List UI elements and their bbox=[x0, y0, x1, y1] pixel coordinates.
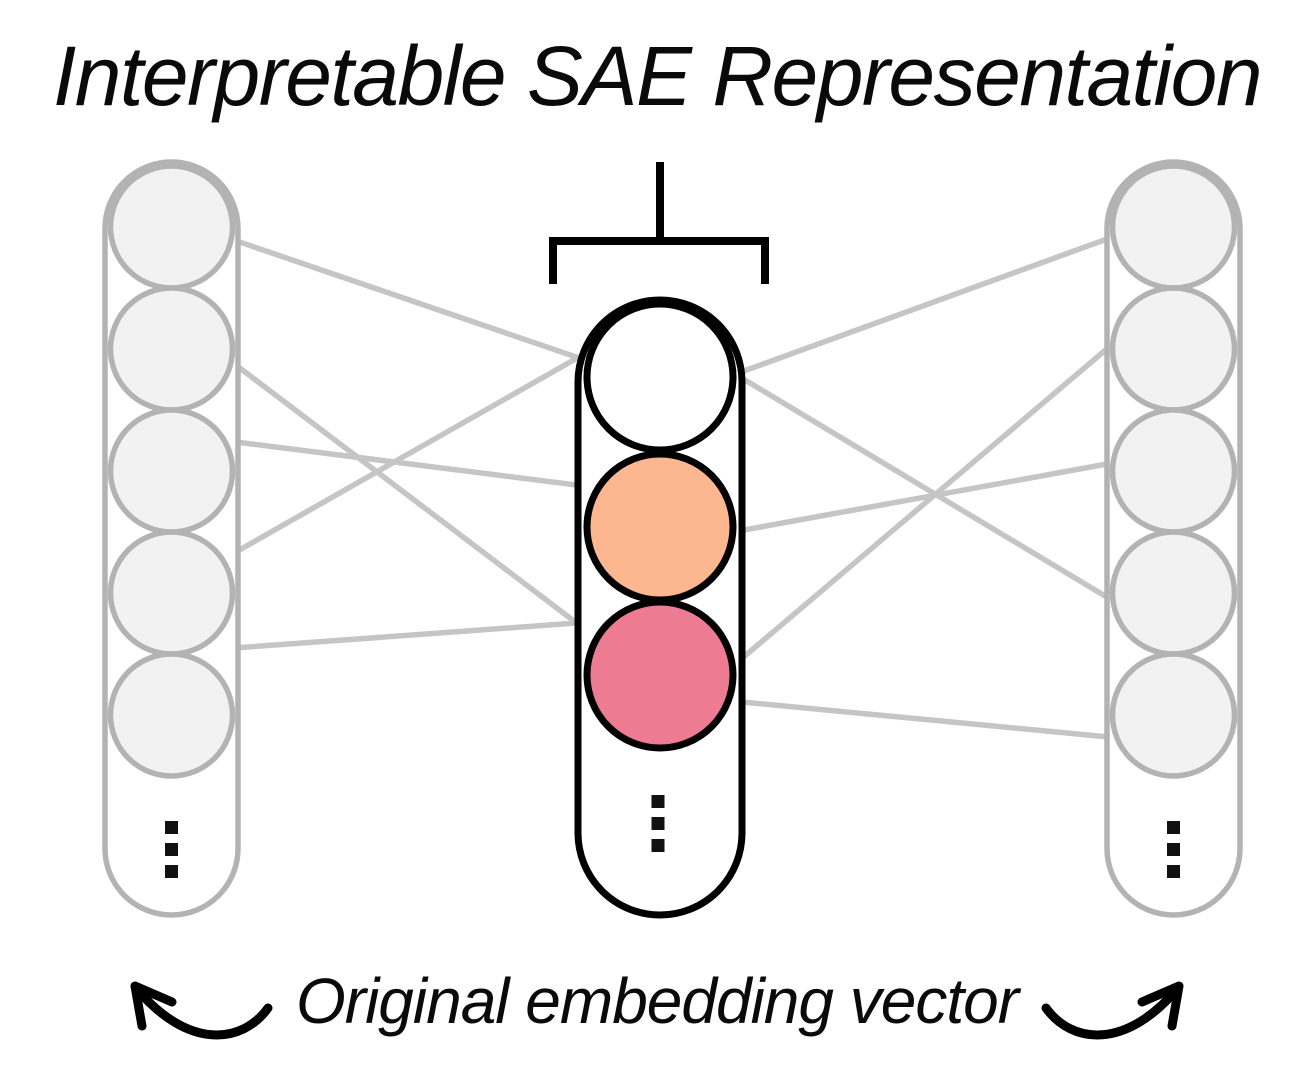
sae-vector bbox=[574, 296, 746, 919]
left-embedding-vector bbox=[102, 159, 241, 918]
ellipsis-dots bbox=[165, 821, 178, 878]
sae-node-pink bbox=[583, 598, 737, 752]
ellipsis-dots bbox=[1167, 821, 1180, 878]
curved-arrow-right-icon bbox=[1041, 983, 1183, 1040]
connection-line bbox=[699, 455, 1141, 541]
embedding-node bbox=[107, 163, 236, 291]
connection-line bbox=[218, 350, 642, 674]
connection-line bbox=[224, 234, 621, 375]
caption-arrows bbox=[130, 981, 1184, 1040]
embedding-node bbox=[1109, 285, 1238, 413]
embedding-node bbox=[107, 529, 236, 657]
connection-line bbox=[699, 224, 1141, 390]
connection-line bbox=[218, 325, 632, 564]
connection-line bbox=[219, 615, 646, 652]
embedding-node bbox=[1109, 163, 1238, 291]
curved-arrow-right-head-icon bbox=[1137, 981, 1184, 1031]
caption: Original embedding vector bbox=[295, 965, 1019, 1037]
sae-node-orange bbox=[583, 450, 737, 604]
embedding-node bbox=[1109, 407, 1238, 535]
connection-line bbox=[698, 350, 1142, 620]
connection-line bbox=[698, 322, 1137, 697]
page-title: Interpretable SAE Representation bbox=[52, 29, 1263, 123]
embedding-node bbox=[107, 285, 236, 413]
connection-line bbox=[219, 437, 641, 496]
embedding-node bbox=[1109, 529, 1238, 657]
right-embedding-vector bbox=[1104, 159, 1243, 918]
embedding-node bbox=[107, 407, 236, 535]
connection-line bbox=[699, 695, 1141, 743]
ellipsis-dots bbox=[651, 795, 665, 852]
embedding-node bbox=[1109, 651, 1238, 779]
embedding-node bbox=[107, 651, 236, 779]
curved-arrow-left-icon bbox=[131, 983, 273, 1040]
bracket bbox=[549, 162, 769, 284]
sae-node-white bbox=[583, 300, 737, 454]
connection-lines bbox=[218, 224, 1142, 743]
curved-arrow-left-head-icon bbox=[130, 981, 177, 1031]
